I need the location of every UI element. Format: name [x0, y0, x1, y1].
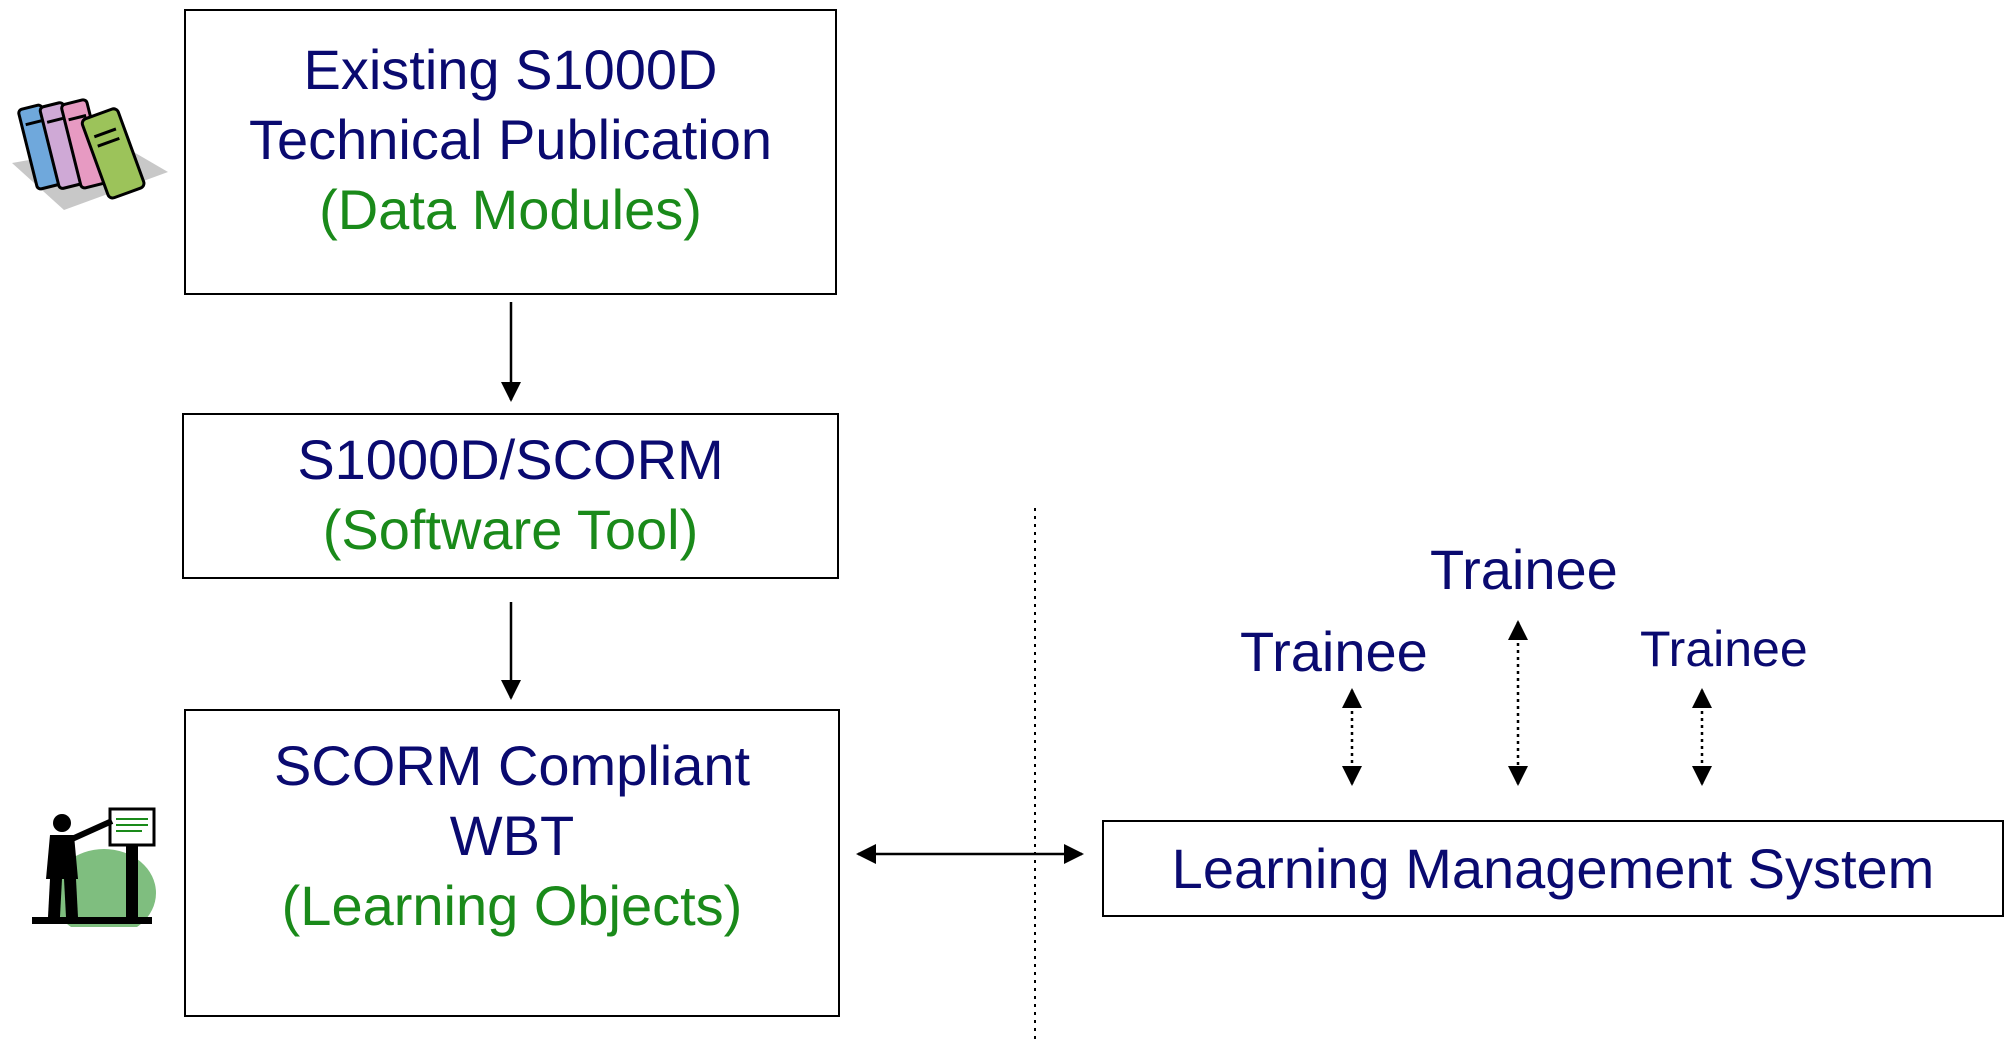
wbt-box: SCORM Compliant WBT (Learning Objects) — [184, 709, 840, 1017]
publication-box: Existing S1000D Technical Publication (D… — [184, 9, 837, 295]
lms-label: Learning Management System — [1171, 836, 1935, 900]
wbt-title-line2: WBT — [449, 804, 575, 867]
trainee-center: Trainee — [1430, 538, 1618, 601]
publication-title-line1: Existing S1000D — [303, 38, 718, 101]
trainee-left: Trainee — [1240, 620, 1428, 683]
lms-box: Learning Management System — [1102, 820, 2004, 917]
publication-title-line2: Technical Publication — [249, 108, 772, 171]
tool-subtitle: (Software Tool) — [322, 498, 699, 561]
tool-title: S1000D/SCORM — [297, 428, 724, 491]
trainee-right: Trainee — [1640, 621, 1808, 677]
presenter-icon — [32, 807, 156, 927]
publication-subtitle: (Data Modules) — [319, 178, 702, 241]
wbt-subtitle: (Learning Objects) — [281, 874, 743, 937]
software-tool-box: S1000D/SCORM (Software Tool) — [182, 413, 839, 579]
books-icon — [12, 98, 168, 210]
wbt-title-line1: SCORM Compliant — [273, 734, 751, 797]
